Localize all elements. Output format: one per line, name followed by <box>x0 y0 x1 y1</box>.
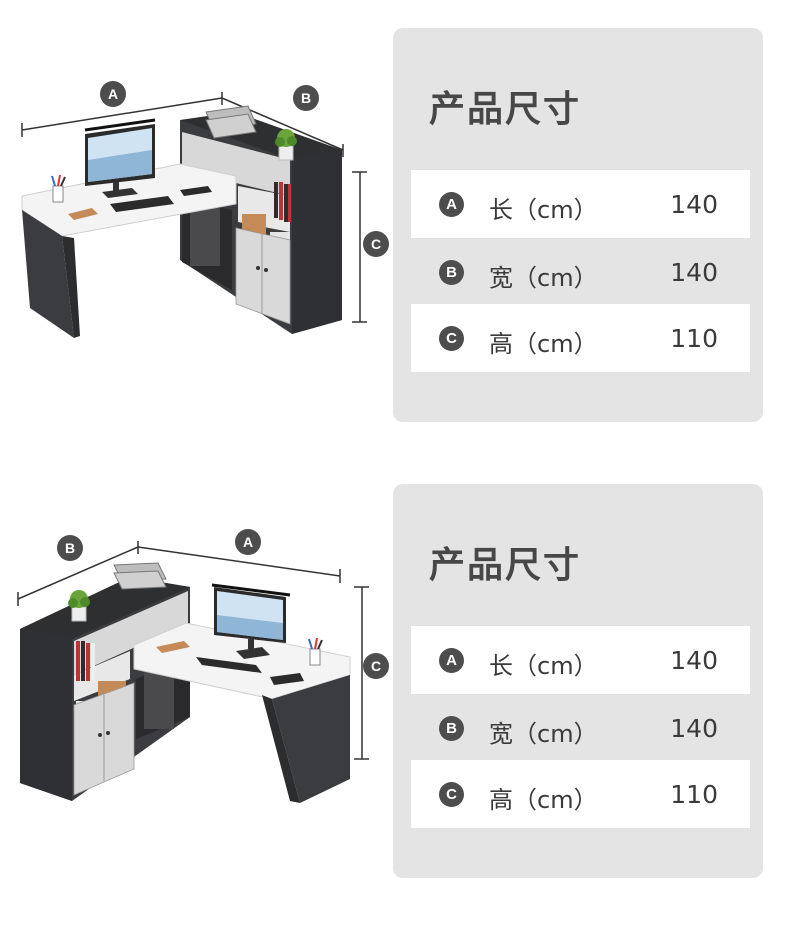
dimension-row-width: B 宽（cm） 140 <box>411 238 750 306</box>
dimension-label: 长（cm） <box>489 652 598 680</box>
dimension-label: 长（cm） <box>489 196 598 224</box>
dimension-lines <box>17 541 369 760</box>
marker-a: A <box>100 81 126 107</box>
dimension-value: 140 <box>670 714 718 743</box>
dimension-row-height: C 高（cm） 110 <box>411 304 750 372</box>
product-dimensions-section-1: A B C 产品尺寸 A 长（cm） 140 B 宽（cm） 140 C 高（c… <box>21 28 763 422</box>
dimension-label: 高（cm） <box>489 786 598 814</box>
marker-b: B <box>293 85 319 111</box>
marker-b-badge: B <box>439 716 464 741</box>
marker-a-badge: A <box>439 192 464 217</box>
dimension-row-length: A 长（cm） 140 <box>411 626 750 694</box>
product-dimensions-section-2: B A C 产品尺寸 A 长（cm） 140 B 宽（cm） 140 C 高（c… <box>0 469 790 938</box>
dimension-row-length: A 长（cm） 140 <box>411 170 750 238</box>
dimension-value: 140 <box>670 646 718 675</box>
svg-text:C: C <box>371 236 381 252</box>
marker-c: C <box>363 231 389 257</box>
marker-c: C <box>363 653 389 679</box>
dimension-value: 110 <box>670 324 718 353</box>
svg-text:C: C <box>371 658 381 674</box>
dimension-row-width: B 宽（cm） 140 <box>411 694 750 762</box>
dimension-value: 140 <box>670 190 718 219</box>
panel-title: 产品尺寸 <box>429 545 582 586</box>
dimensions-panel: 产品尺寸 A 长（cm） 140 B 宽（cm） 140 C 高（cm） 110 <box>393 28 763 422</box>
panel-title: 产品尺寸 <box>429 89 582 130</box>
dimension-label: 宽（cm） <box>489 720 598 748</box>
l-shaped-desk-illustration: A B C <box>21 81 389 338</box>
svg-text:B: B <box>301 90 311 106</box>
marker-a-badge: A <box>439 648 464 673</box>
dimension-label: 高（cm） <box>489 330 598 358</box>
marker-c-badge: C <box>439 326 464 351</box>
dimensions-panel: 产品尺寸 A 长（cm） 140 B 宽（cm） 140 C 高（cm） 110 <box>393 484 763 878</box>
marker-b-badge: B <box>439 260 464 285</box>
marker-b: B <box>57 535 83 561</box>
svg-text:A: A <box>243 534 253 550</box>
svg-text:B: B <box>65 540 75 556</box>
dimension-value: 140 <box>670 258 718 287</box>
svg-text:A: A <box>108 86 118 102</box>
l-shaped-desk-illustration-mirrored: B A C <box>17 529 389 803</box>
marker-c-badge: C <box>439 782 464 807</box>
dimension-row-height: C 高（cm） 110 <box>411 760 750 828</box>
marker-a: A <box>235 529 261 555</box>
dimension-value: 110 <box>670 780 718 809</box>
dimension-label: 宽（cm） <box>489 264 598 292</box>
